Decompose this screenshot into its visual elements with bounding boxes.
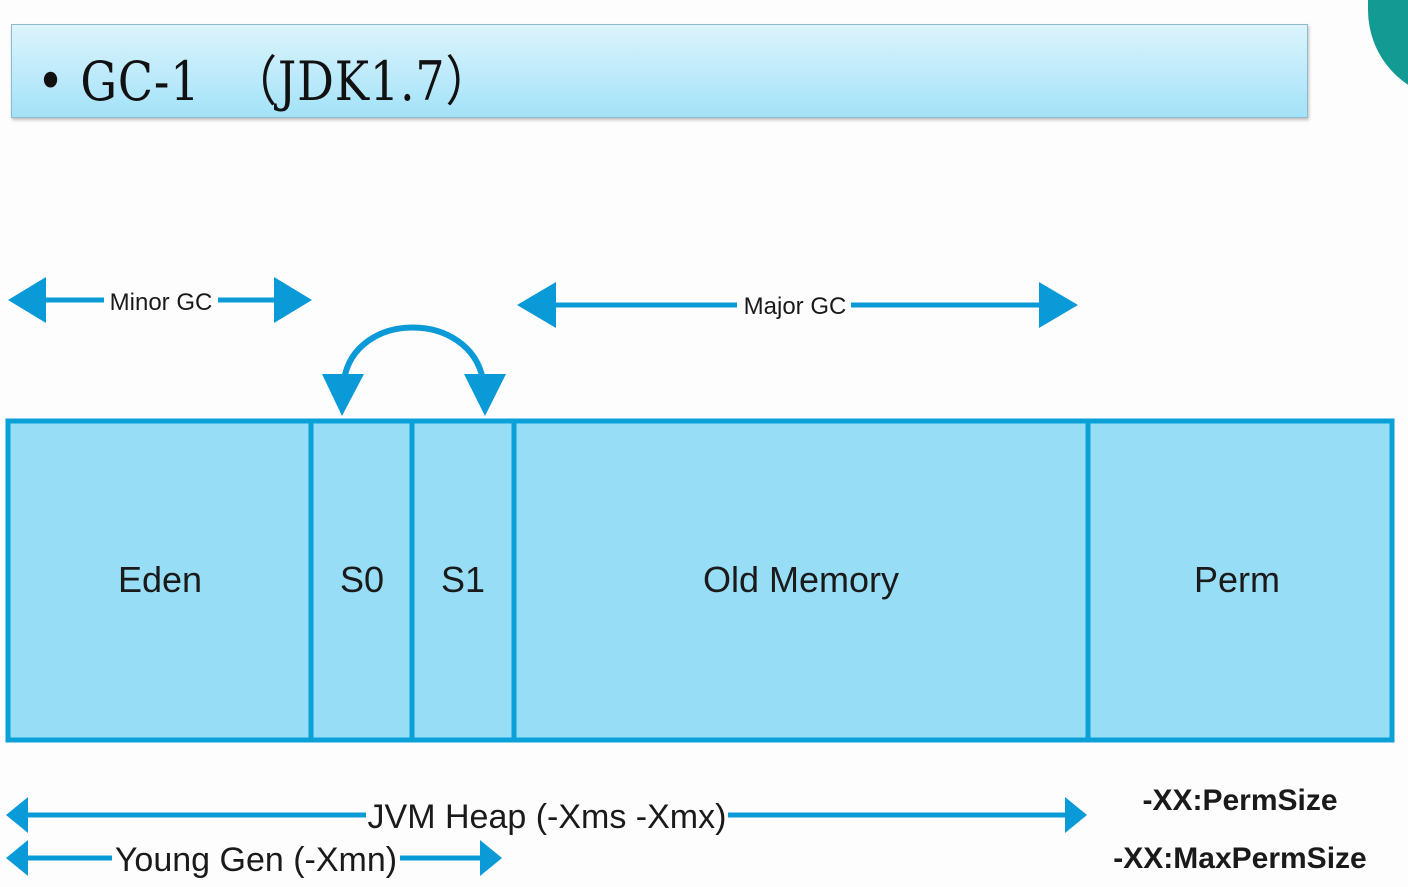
region-s0: S0 <box>340 559 384 600</box>
major-gc-label: Major GC <box>744 293 847 320</box>
major-gc-arrow: Major GC <box>517 282 1078 328</box>
title-bar: • GC-1 （JDK1.7） <box>11 24 1308 118</box>
region-perm: Perm <box>1194 559 1280 600</box>
minor-gc-label: Minor GC <box>110 289 213 316</box>
minor-gc-arrow: Minor GC <box>8 277 312 323</box>
max-perm-size-option: -XX:MaxPermSize <box>1113 842 1366 875</box>
young-gen-span-arrow: Young Gen (-Xmn) <box>6 839 502 879</box>
region-eden: Eden <box>118 559 202 600</box>
memory-regions: Eden S0 S1 Old Memory Perm <box>5 418 1395 743</box>
region-s1: S1 <box>441 559 485 600</box>
young-gen-label: Young Gen (-Xmn) <box>115 841 397 879</box>
slide-title: • GC-1 （JDK1.7） <box>37 50 493 113</box>
region-old-memory: Old Memory <box>703 559 899 600</box>
survivor-swap-arrow <box>322 324 506 416</box>
jvm-heap-span-arrow: JVM Heap (-Xms -Xmx) <box>6 796 1087 836</box>
perm-size-option: -XX:PermSize <box>1142 784 1337 817</box>
jvm-heap-label: JVM Heap (-Xms -Xmx) <box>368 798 727 836</box>
